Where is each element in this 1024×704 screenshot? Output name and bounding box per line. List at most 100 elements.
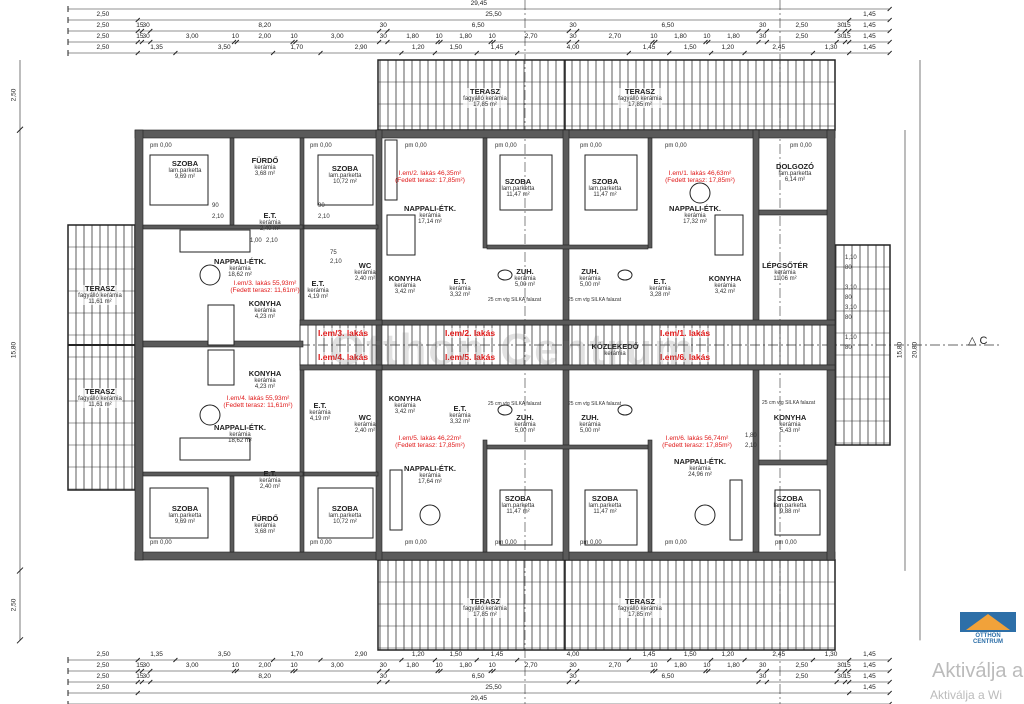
room-name: E.T. [313,401,327,410]
room-area: 3,32 m² [449,419,471,426]
dimension-tick [756,668,761,674]
dimension-tick [626,657,632,663]
dimension-label: 6,50 [471,673,485,680]
room-material: lam.parketta [588,185,622,192]
dimension-label: 15 [843,33,851,40]
room-name: E.T. [453,277,467,286]
dimension-label: 1,45 [863,33,876,40]
room-name: KONYHA [773,413,807,422]
room-name: WC [358,261,372,270]
room-area: 18,62 m² [228,272,252,279]
unit-terrace: (Fedett terasz: 17,85m²) [665,177,735,185]
dimension-label: 2,90 [354,44,368,51]
terrace-name: TERASZ [85,284,115,293]
coffee-table [199,264,221,286]
dimension-tick [834,668,839,674]
wall-note: 25 cm vtg SILKA falazat [762,400,816,406]
room-area: 3,68 m² [254,529,276,536]
room-name: KONYHA [388,394,422,403]
unit-summary: I.em/6. lakás 56,74m²(Fedett terasz: 17,… [662,435,732,450]
dimension-tick [887,50,893,56]
floor-level-label: pm 0,00 [580,143,602,149]
dimension-label: 10 [650,33,658,40]
dimension-label: 10 [231,662,240,669]
room-area: 2,40 m² [259,484,281,491]
dimension-label: 2,50 [96,662,110,669]
room-area: 5,43 m² [779,428,801,435]
wall [486,244,649,250]
unit-title: I.em/1. lakás 46,63m² [668,170,732,177]
dimension-label: 10 [231,33,240,40]
terrace-area: 11,61 m² [88,299,112,306]
room-material: kerámia [419,212,441,219]
dining-table [386,214,416,256]
dining-table [207,349,235,386]
dimension-label: 2,50 [795,673,809,680]
floor-level-label: pm 0,00 [775,540,797,546]
room-name: KONYHA [248,299,282,308]
room-area: 4,23 m² [254,314,276,321]
dimension-tick [566,28,572,34]
dimension-label: 1,70 [290,44,304,51]
dimension-label: 3,50 [217,651,231,658]
dimension-tick [810,50,816,56]
room-material: kerámia [259,477,281,484]
dimension-label: 8,20 [258,22,272,29]
stair-dimension: 80 [845,315,852,321]
dimension-tick [887,690,893,696]
dimension-tick [666,50,672,56]
sofa [179,229,251,253]
dimension-tick [147,679,153,685]
door-dimension: 90 [318,203,325,209]
room-name: NAPPALI-ÉTK. [674,457,726,466]
unit-terrace: (Fedett terasz: 17,85m²) [395,177,465,185]
dimension-label: 30 [837,662,845,669]
dimension-label: 8,20 [258,673,272,680]
floor-level-label: pm 0,00 [310,540,332,546]
wall [758,459,828,466]
corridor-unit-label: I.em/1. lakás [660,328,711,338]
dimension-tick [834,39,839,45]
room-material: kerámia [254,522,276,529]
sofa [384,139,398,201]
dimension-label: 1,45 [642,651,656,658]
room-name: E.T. [263,469,277,478]
room-name: NAPPALI-ÉTK. [669,204,721,213]
terrace-area [67,224,136,491]
dimension-label: 1,20 [411,651,425,658]
dimension-label: 2,45 [772,651,786,658]
room-area: 4,23 m² [254,384,276,391]
dimension-label: 1,20 [721,651,735,658]
dimension-tick [887,679,893,685]
wall [299,319,383,326]
room-area: 3,42 m² [394,289,416,296]
floor-level-label: pm 0,00 [405,143,427,149]
unit-title: I.em/6. lakás 56,74m² [665,435,729,442]
dimension-label: 10 [290,33,298,40]
terrace-material: fagyálló kerámia [78,395,122,402]
dimension-label: 1,20 [721,44,735,51]
terrace-area: 11,61 m² [88,402,112,409]
floor-level-label: pm 0,00 [790,143,812,149]
room-material: kerámia [774,269,796,276]
dimension-tick [488,668,494,674]
dimension-label: 1,20 [411,44,425,51]
bed [317,154,374,206]
wall [562,129,570,561]
room-area: 17,32 m² [683,219,707,226]
room-material: kerámia [579,421,601,428]
dimension-label: 3,50 [217,44,231,51]
wall-note: 25 cm vtg SILKA falazat [568,401,622,407]
room-name: ZUH. [516,413,534,422]
dimension-label: 1,80 [459,33,472,40]
dimension-tick [318,657,323,663]
dimension-label: 30 [142,673,150,680]
door-dimension: 90 [212,203,219,209]
